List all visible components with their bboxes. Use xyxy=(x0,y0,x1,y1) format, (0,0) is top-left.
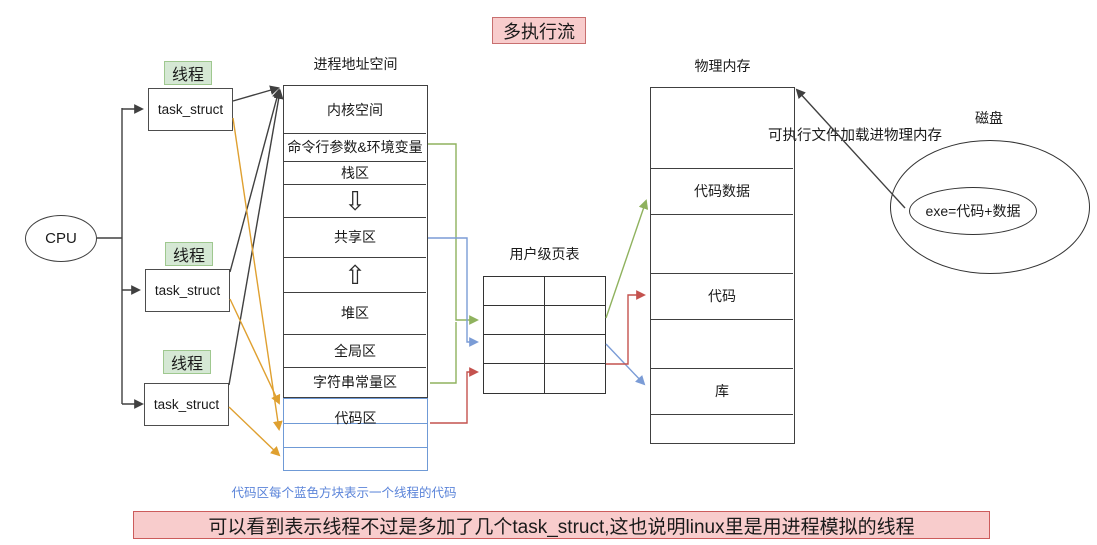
page-table-cell xyxy=(545,364,606,393)
page-table-cell xyxy=(484,277,545,306)
address-space-row-shared: 共享区 xyxy=(284,217,426,258)
up-arrow-icon: ⇧ xyxy=(284,257,426,293)
address-space-row-heap: 堆区 xyxy=(284,292,426,335)
load-into-memory-note: 可执行文件加载进物理内存 xyxy=(768,127,942,144)
memory-row-empty xyxy=(651,214,793,274)
task-struct-box: task_struct xyxy=(144,383,229,426)
memory-row-empty xyxy=(651,414,793,443)
address-space-column: 内核空间 命令行参数&环境变量 栈区 ⇩ 共享区 ⇧ 堆区 全局区 字符串常量区 xyxy=(283,85,428,398)
code-area-box: 代码区 xyxy=(283,398,428,471)
cpu-node: CPU xyxy=(25,215,97,262)
code-block-divider xyxy=(284,423,427,424)
address-space-row-global: 全局区 xyxy=(284,334,426,368)
memory-row-lib: 库 xyxy=(651,368,793,415)
disk-exe-node: exe=代码+数据 xyxy=(909,187,1037,235)
disk-header: 磁盘 xyxy=(975,110,1003,126)
code-block-divider xyxy=(284,447,427,448)
down-arrow-glyph: ⇩ xyxy=(344,185,366,216)
address-space-header: 进程地址空间 xyxy=(313,56,398,72)
code-area-caption: 代码区每个蓝色方块表示一个线程的代码 xyxy=(231,485,457,500)
address-space-row-kernel: 内核空间 xyxy=(284,86,426,134)
thread-tag: 线程 xyxy=(163,350,211,374)
memory-row-empty xyxy=(651,319,793,369)
bottom-note: 可以看到表示线程不过是多加了几个task_struct,这也说明linux里是用… xyxy=(133,511,990,539)
physical-memory-header: 物理内存 xyxy=(694,58,751,74)
task-struct-box: task_struct xyxy=(145,269,230,312)
address-space-row-stack: 栈区 xyxy=(284,161,426,185)
down-arrow-icon: ⇩ xyxy=(284,184,426,218)
thread-tag: 线程 xyxy=(164,61,212,85)
memory-row-empty xyxy=(651,88,793,169)
page-table-cell xyxy=(484,306,545,335)
page-table-cell xyxy=(484,335,545,364)
page-table-cell xyxy=(544,277,605,306)
page-table-cell xyxy=(484,364,545,393)
page-table-cell xyxy=(544,335,605,364)
thread-tag: 线程 xyxy=(165,242,213,266)
task-struct-box: task_struct xyxy=(148,88,233,131)
page-table xyxy=(483,276,606,394)
up-arrow-glyph: ⇧ xyxy=(344,259,366,290)
page-table-header: 用户级页表 xyxy=(509,246,580,262)
address-space-row-strconst: 字符串常量区 xyxy=(313,373,397,390)
page-table-cell xyxy=(544,306,605,335)
physical-memory-column: 代码数据 代码 库 xyxy=(650,87,795,444)
address-space-row-cmdline: 命令行参数&环境变量 xyxy=(284,133,426,162)
memory-row-code: 代码 xyxy=(651,273,793,320)
diagram-title: 多执行流 xyxy=(492,17,586,44)
code-area-label: 代码区 xyxy=(334,410,377,426)
memory-row-codedata: 代码数据 xyxy=(651,168,793,215)
